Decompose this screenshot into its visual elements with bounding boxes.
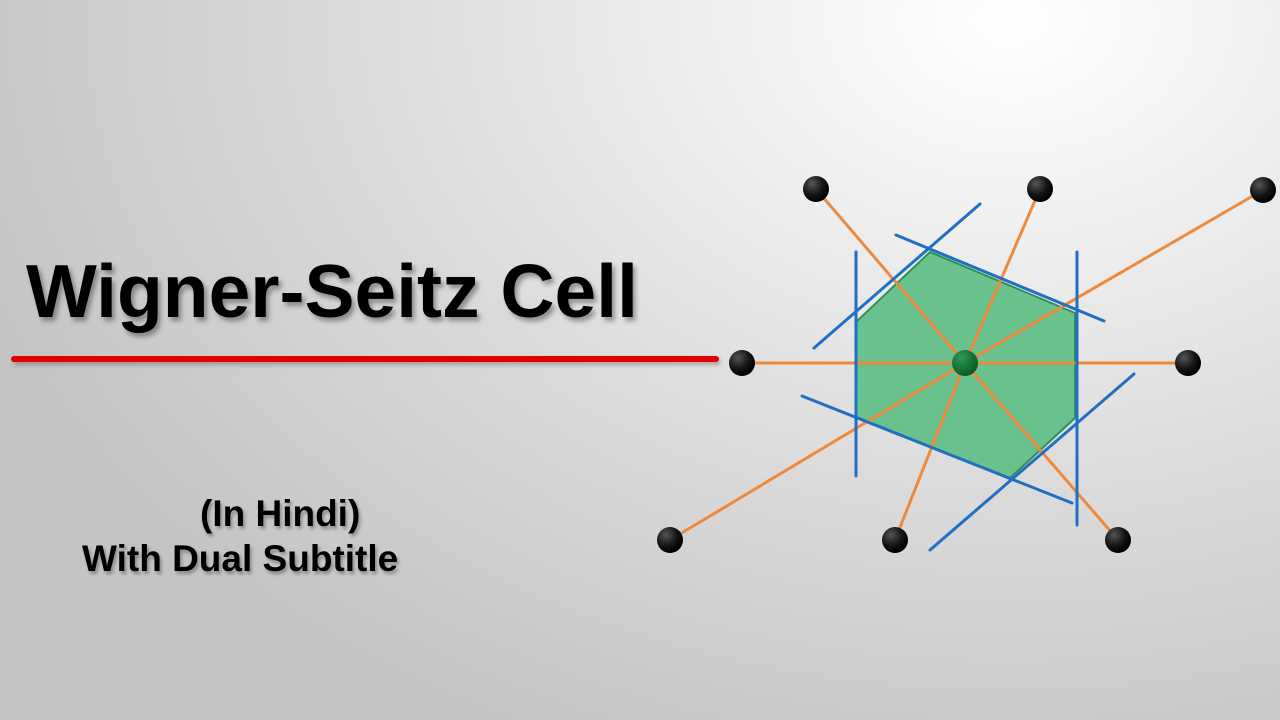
lattice-point-bottom-left <box>657 527 683 553</box>
bisector-top <box>894 233 1106 323</box>
perpendicular-bisector-lines <box>800 202 1136 552</box>
lattice-point-bottom-middle <box>882 527 908 553</box>
title-underline <box>11 356 719 362</box>
lattice-point-bottom-right <box>1105 527 1131 553</box>
bisector-upper-left <box>812 202 982 350</box>
bisector-bottom <box>800 394 1074 505</box>
lattice-point-right <box>1175 350 1201 376</box>
page-title: Wigner-Seitz Cell <box>26 249 638 333</box>
line-to-top-middle <box>963 187 1042 365</box>
lattice-point-left <box>729 350 755 376</box>
line-to-top-left <box>814 187 967 365</box>
lattice-point-top-middle <box>1027 176 1053 202</box>
lattice-points <box>657 176 1276 553</box>
bisector-lower-right <box>928 372 1136 552</box>
subtitle-language: (In Hindi) <box>200 493 361 534</box>
lattice-point-top-right <box>1250 177 1276 203</box>
central-lattice-point <box>952 350 978 376</box>
line-to-bottom-right <box>963 361 1120 542</box>
lattice-point-top-left <box>803 176 829 202</box>
line-to-top-right <box>963 188 1265 365</box>
subtitle-dual: With Dual Subtitle <box>82 538 399 579</box>
line-to-bottom-middle <box>893 361 967 542</box>
line-to-bottom-left <box>668 361 967 542</box>
